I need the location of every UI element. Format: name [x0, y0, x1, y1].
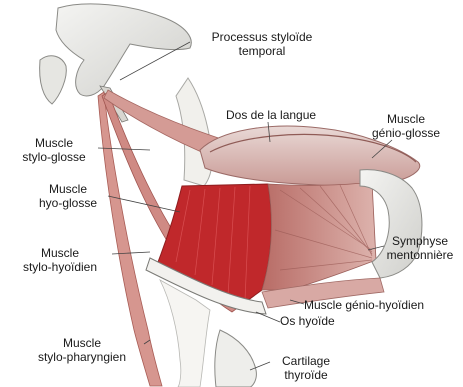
- label-hyoglossus-line1: Muscle: [28, 182, 108, 196]
- label-styloid: Processus styloïde temporal: [188, 30, 336, 58]
- label-symphysis-line1: Symphyse: [378, 234, 462, 248]
- label-styloid-line2: temporal: [188, 44, 336, 58]
- label-styloglossus: Muscle stylo-glosse: [4, 136, 104, 164]
- label-stylohyoid: Muscle stylo-hyoïdien: [8, 246, 112, 274]
- hyoglossus-muscle: [158, 184, 271, 306]
- mastoid-bone: [40, 56, 67, 104]
- label-symphysis: Symphyse mentonnière: [378, 234, 462, 262]
- label-thyroid-line1: Cartilage: [264, 354, 348, 368]
- label-genioglossus-line1: Muscle: [360, 112, 452, 126]
- label-hyoid: Os hyoïde: [280, 314, 335, 328]
- leader-hyoid: [256, 312, 280, 322]
- label-geniohyoid: Muscle génio-hyoïdien: [304, 298, 424, 312]
- label-stylopharyngeus: Muscle stylo-pharyngien: [20, 336, 144, 364]
- label-symphysis-line2: mentonnière: [378, 248, 462, 262]
- label-stylopharyngeus-line1: Muscle: [20, 336, 144, 350]
- label-stylohyoid-line2: stylo-hyoïdien: [8, 260, 112, 274]
- label-styloid-line1: Processus styloïde: [188, 30, 336, 44]
- label-hyoglossus: Muscle hyo-glosse: [28, 182, 108, 210]
- label-thyroid-line2: thyroïde: [264, 368, 348, 382]
- label-genioglossus-line2: génio-glosse: [360, 126, 452, 140]
- genioglossus-muscle: [262, 182, 376, 290]
- label-genioglossus: Muscle génio-glosse: [360, 112, 452, 140]
- label-styloglossus-line2: stylo-glosse: [4, 150, 104, 164]
- label-thyroid: Cartilage thyroïde: [264, 354, 348, 382]
- label-stylohyoid-line1: Muscle: [8, 246, 112, 260]
- label-styloglossus-line1: Muscle: [4, 136, 104, 150]
- label-hyoglossus-line2: hyo-glosse: [28, 196, 108, 210]
- label-dorsum: Dos de la langue: [226, 108, 316, 122]
- thyroid-cartilage: [215, 330, 257, 387]
- temporal-bone: [56, 4, 191, 96]
- label-stylopharyngeus-line2: stylo-pharyngien: [20, 350, 144, 364]
